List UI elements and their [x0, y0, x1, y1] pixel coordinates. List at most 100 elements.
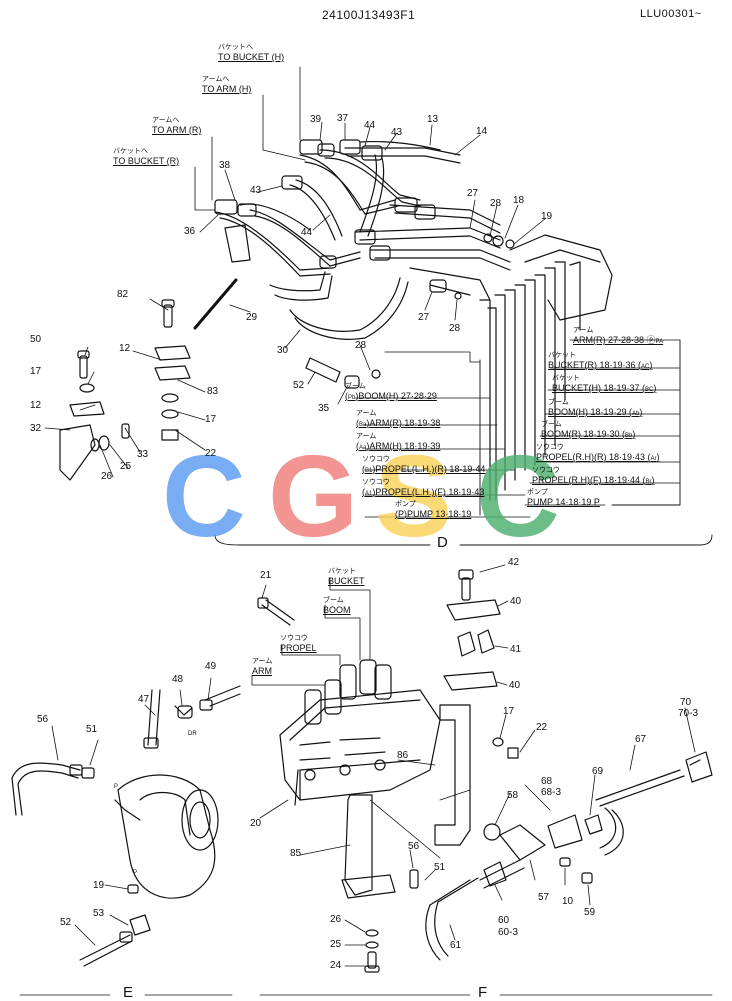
watermark-letter-c2: C	[476, 431, 560, 561]
part-number-callout: 30	[277, 345, 289, 356]
part-number-callout: 44	[301, 227, 313, 238]
part-number-callout: 21	[260, 570, 272, 581]
part-number-callout: 20	[250, 818, 262, 829]
part-number-callout: 43	[391, 127, 403, 138]
section-label-f: F	[478, 984, 488, 1001]
part-number-callout: 86	[397, 750, 409, 761]
part-number-callout: 39	[310, 114, 322, 125]
part-number-callout: 52	[293, 380, 305, 391]
part-number-callout: 37	[337, 113, 349, 124]
section-d-frame	[214, 339, 713, 546]
part-number-callout: 52	[60, 917, 72, 928]
part-number-callout: 70	[680, 697, 692, 708]
part-number-callout: 22	[536, 722, 548, 733]
section-e-leader-lines	[19, 677, 233, 996]
part-number-callout: 24	[330, 960, 342, 971]
watermark-letter-c1: C	[162, 431, 246, 561]
part-number-callout: 38	[219, 160, 231, 171]
part-number-callout: 33	[137, 449, 149, 460]
part-number-callout: 17	[205, 414, 217, 425]
port-propel-lh-r: ソウコウ(B1)PROPEL(L.H.)(R) 18·19·44	[362, 456, 486, 474]
section-d-hoses	[214, 140, 511, 340]
part-number-callout: 43	[250, 185, 262, 196]
part-number-callout: 28	[355, 340, 367, 351]
control-valve-body	[479, 234, 613, 501]
part-number-callout: 19	[93, 880, 105, 891]
serial-range: LLU00301~	[640, 8, 702, 20]
section-f-valve	[257, 597, 441, 806]
part-number-callout: 13	[427, 114, 439, 125]
part-number-callout: 51	[434, 862, 446, 873]
part-number-callout: 32	[30, 423, 42, 434]
part-number-callout: 56	[408, 841, 420, 852]
port-mark: P	[114, 784, 119, 790]
section-d-small-parts	[59, 224, 381, 481]
part-number-callout: 57	[538, 892, 550, 903]
part-number-callout: 12	[30, 400, 42, 411]
part-number-callout: 61	[450, 940, 462, 951]
part-number-callout: 29	[246, 312, 258, 323]
part-number-callout: 60-3	[498, 927, 519, 938]
part-number-callout: 49	[205, 661, 217, 672]
part-number-callout: 59	[584, 907, 596, 918]
part-number-callout: 68	[541, 776, 553, 787]
part-number-callout: 69	[592, 766, 604, 777]
part-number-callout: 85	[290, 848, 302, 859]
part-number-callout: 26	[101, 471, 113, 482]
part-number-callout: 14	[476, 126, 488, 137]
part-number-callout: 51	[86, 724, 98, 735]
part-number-callout: 28	[490, 198, 502, 209]
part-number-callout: 35	[318, 403, 330, 414]
port-arm-h-aa: アーム(Aa)ARM(H) 18·19·39	[356, 433, 441, 451]
section-label-e: E	[123, 984, 134, 1001]
part-number-callout: 17	[503, 706, 515, 717]
section-f-leader-lines	[251, 564, 713, 996]
part-number-callout: 27	[467, 188, 479, 199]
part-number-callout: 53	[93, 908, 105, 919]
port-arm-r-ba: アーム(Ba)ARM(R) 18·19·38	[356, 410, 441, 428]
part-number-callout: 42	[508, 557, 520, 568]
part-number-callout: 40	[510, 596, 522, 607]
part-number-callout: 10	[562, 896, 574, 907]
part-number-callout: 22	[205, 448, 217, 459]
part-number-callout: 70-3	[678, 708, 699, 719]
part-number-callout: 25	[330, 939, 342, 950]
part-number: 24100J13493F1	[322, 8, 416, 22]
port-propel-lh-f: ソウコウ(A1)PROPEL(L.H.)(F) 18·19·43	[362, 479, 485, 497]
part-number-callout: 27	[418, 312, 430, 323]
part-number-callout: 68-3	[541, 787, 562, 798]
section-e-pump	[11, 685, 241, 967]
part-number-callout: 17	[30, 366, 42, 377]
port-boom-h-pb: ブーム(Pb)BOOM(H) 27·28·29	[345, 383, 437, 401]
part-number-callout: 58	[507, 790, 519, 801]
part-number-callout: 60	[498, 915, 510, 926]
part-number-callout: 19	[541, 211, 553, 222]
part-number-callout: 25	[120, 461, 132, 472]
part-number-callout: 36	[184, 226, 196, 237]
part-number-callout: 83	[207, 386, 219, 397]
part-number-callout: 47	[138, 694, 150, 705]
part-number-callout: 28	[449, 323, 461, 334]
part-number-callout: 40	[509, 680, 521, 691]
part-number-callout: 44	[364, 120, 376, 131]
part-number-callout: 50	[30, 334, 42, 345]
part-number-callout: 12	[119, 343, 131, 354]
section-f-hoses	[425, 751, 713, 961]
part-number-callout: 67	[635, 734, 647, 745]
part-number-callout: 82	[117, 289, 129, 300]
